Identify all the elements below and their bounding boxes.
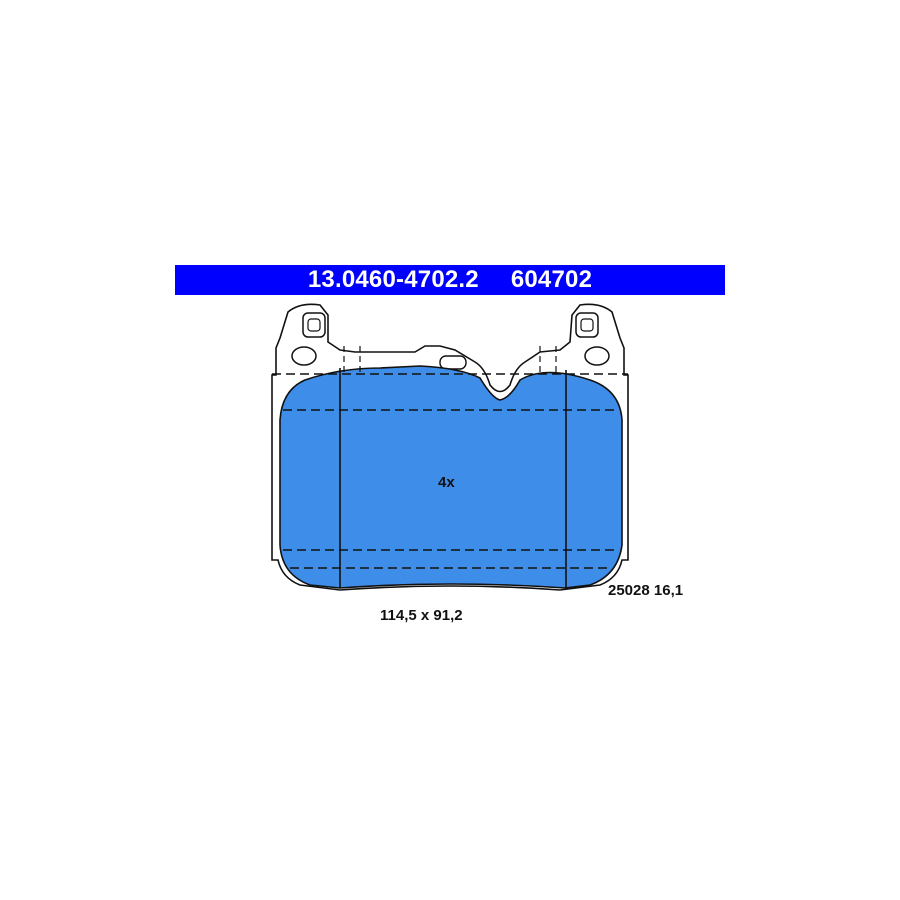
left-ear-square-inner [307, 318, 321, 332]
quantity-label: 4x [438, 474, 455, 491]
right-ear-hole [584, 346, 610, 366]
backing-plate-outline [271, 303, 629, 591]
dimensions-label: 114,5 x 91,2 [380, 607, 463, 624]
reference-number: 604702 [510, 266, 593, 293]
header-bar: 13.0460-4702.2 604702 [175, 265, 725, 295]
left-ear-square [302, 312, 326, 338]
right-ear-square-inner [580, 318, 594, 332]
left-ear-hole [291, 346, 317, 366]
centre-slot [439, 355, 467, 370]
part-number: 13.0460-4702.2 [307, 266, 479, 293]
right-ear-square [575, 312, 599, 338]
wva-code-label: 25028 16,1 [608, 582, 684, 599]
